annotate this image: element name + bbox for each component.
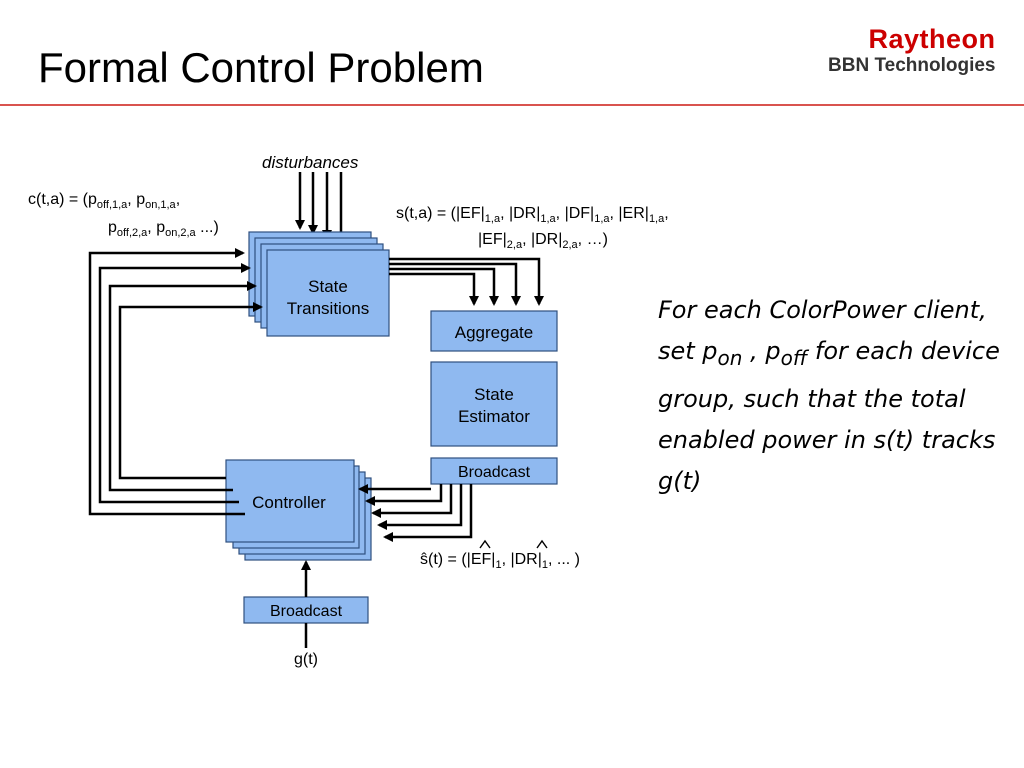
- aggregate-label: Aggregate: [455, 323, 533, 342]
- state-transitions-stack: [248, 231, 390, 337]
- estimate-hats: [479, 539, 548, 549]
- slide-title: Formal Control Problem: [38, 44, 484, 91]
- controller-stack: [225, 459, 372, 561]
- broadcast-top-label: Broadcast: [458, 464, 531, 481]
- goal-label: g(t): [294, 651, 318, 668]
- broadcast-bottom-label: Broadcast: [270, 603, 343, 620]
- broadcast-top-box: [430, 457, 558, 485]
- state-equation-line2: |EF|2,a, |DR|2,a, …): [478, 231, 608, 251]
- state-equation-line1: s(t,a) = (|EF|1,a, |DR|1,a, |DF|1,a, |ER…: [396, 205, 669, 225]
- logo-brand: Raytheon: [868, 24, 996, 54]
- broadcast-to-controller-arrows: [358, 484, 473, 542]
- state-estimator-label-1: State: [474, 385, 514, 404]
- explanation-text: For each ColorPower client, set pon , po…: [658, 296, 1000, 495]
- state-estimator-box: [430, 361, 558, 447]
- control-equation-line2: poff,2,a, pon,2,a ...): [108, 219, 219, 239]
- state-transitions-label-2: Transitions: [287, 299, 370, 318]
- disturbances-label: disturbances: [262, 153, 359, 172]
- disturbance-arrows: [295, 172, 346, 245]
- estimate-equation: ŝ(t) = (|EF|1, |DR|1, ... ): [420, 551, 580, 571]
- company-logo: Raytheon BBN Technologies: [828, 24, 996, 78]
- logo-subtitle: BBN Technologies: [828, 55, 996, 76]
- state-estimator-label-2: Estimator: [458, 407, 530, 426]
- title-divider: [0, 104, 1024, 106]
- aggregate-box: [430, 310, 558, 352]
- transition-output-arrows: [389, 257, 544, 306]
- control-equation-line1: c(t,a) = (poff,1,a, pon,1,a,: [28, 191, 180, 211]
- controller-feedback-arrows: [88, 248, 263, 516]
- state-transitions-label-1: State: [308, 277, 348, 296]
- controller-label: Controller: [252, 493, 326, 512]
